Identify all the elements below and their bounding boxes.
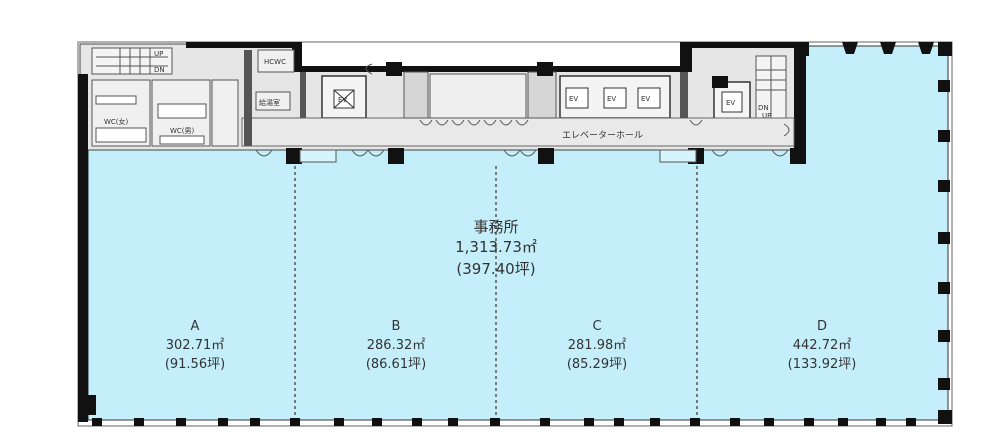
zone-a: A 302.71㎡ (91.56坪): [165, 319, 225, 372]
zone-tsubo: (133.92坪): [788, 357, 857, 372]
stair-up-label: UP: [154, 50, 163, 58]
zone-tsubo: (85.29坪): [567, 357, 627, 372]
office-area-value: 1,313.73㎡: [455, 238, 537, 256]
hcwc-room: HCWC: [257, 49, 295, 73]
stair-dn-label-right: DN: [758, 104, 769, 112]
core-wall-segment: [680, 42, 692, 72]
restroom-block: WC(女) WC(男): [91, 79, 239, 147]
zone-area: 286.32㎡: [367, 338, 426, 353]
column: [538, 148, 554, 164]
zone-id: A: [191, 319, 200, 334]
wc-women-label: WC(女): [104, 117, 129, 126]
perimeter-columns-top: [842, 42, 952, 56]
zone-dividers: [294, 166, 698, 418]
left-wall-pier: [80, 395, 96, 415]
zone-id: D: [817, 319, 827, 334]
elevator-bank: EV EV EV: [559, 75, 671, 119]
core-wall-segment: [292, 42, 302, 72]
core-wall-top-mid: [300, 66, 690, 72]
zone-area: 281.98㎡: [568, 338, 627, 353]
left-wall: [78, 74, 88, 422]
office-tsubo-value: (397.40坪): [456, 260, 535, 278]
pillar-casing: [299, 149, 337, 163]
core-room: [527, 71, 557, 119]
pillar-casing: [659, 149, 697, 163]
core-wall: [244, 50, 252, 146]
zone-d: D 442.72㎡ (133.92坪): [788, 319, 857, 372]
core-room: [429, 73, 527, 119]
column: [790, 148, 806, 164]
kitchen-label: 給湯室: [259, 98, 280, 107]
zone-b: B 286.32㎡ (86.61坪): [366, 319, 426, 372]
ev-label: EV: [726, 99, 735, 107]
stair-right: DN UP: [755, 55, 787, 121]
ev-label: EV: [607, 95, 616, 103]
wc-men-label: WC(男): [170, 127, 195, 135]
kitchen-room: 給湯室: [255, 91, 291, 111]
elevator-hall-label: エレベーターホール: [562, 130, 643, 141]
zone-area: 442.72㎡: [793, 338, 852, 353]
core-wall-top-right: [690, 42, 800, 48]
stair-up-label-right: UP: [762, 112, 771, 120]
perimeter-columns-right: [938, 80, 950, 390]
core-room: [403, 71, 429, 119]
elevator-right: EV: [713, 81, 751, 121]
core-wall-right: [794, 42, 806, 152]
zone-id: C: [592, 319, 601, 334]
hcwc-label: HCWC: [264, 58, 286, 66]
zone-c: C 281.98㎡ (85.29坪): [567, 319, 627, 372]
ev-label: EV: [569, 95, 578, 103]
core-wall-top: [186, 42, 300, 48]
office-name: 事務所: [473, 218, 518, 236]
ev-label: EV: [641, 95, 650, 103]
zone-tsubo: (86.61坪): [366, 357, 426, 372]
zone-tsubo: (91.56坪): [165, 357, 225, 372]
column: [537, 62, 553, 76]
perimeter-columns-bottom: [92, 410, 952, 426]
corner-pier: [795, 42, 809, 56]
office-summary: 事務所 1,313.73㎡ (397.40坪): [455, 218, 537, 278]
zone-id: B: [392, 319, 401, 334]
column: [712, 76, 728, 88]
stair-left: UP DN: [91, 47, 173, 75]
zone-area: 302.71㎡: [166, 338, 225, 353]
stair-dn-label: DN: [154, 66, 165, 74]
core-wall: [680, 72, 688, 118]
door-swings: [255, 63, 790, 157]
core-wall: [300, 72, 306, 118]
column: [388, 148, 404, 164]
column: [386, 62, 402, 76]
column: [286, 148, 302, 164]
elevator-left: EV: [321, 75, 367, 119]
ev-label: EV: [338, 96, 347, 104]
